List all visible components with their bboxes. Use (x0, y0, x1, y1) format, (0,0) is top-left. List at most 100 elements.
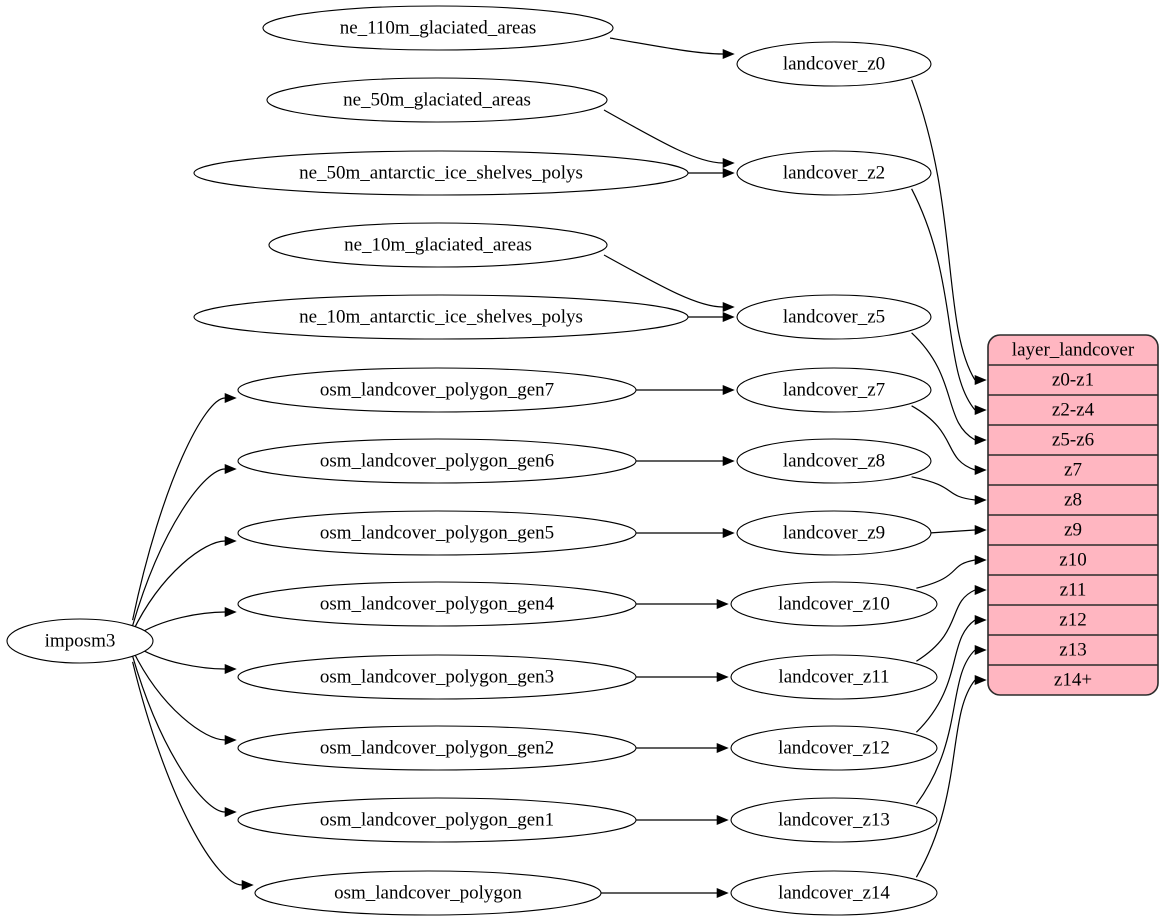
edge-line (911, 79, 976, 381)
node-osm_landcover_polygon[interactable]: osm_landcover_polygon (254, 870, 602, 916)
node-shape-landcover_z10 (730, 581, 938, 627)
node-label-ne_110m_glaciated_areas: ne_110m_glaciated_areas (340, 17, 537, 38)
arrow-head-icon (224, 806, 237, 818)
node-label-landcover_z14: landcover_z14 (778, 882, 890, 903)
node-landcover_z2[interactable]: landcover_z2 (736, 150, 932, 196)
layer-table-row-z14+[interactable]: z14+ (1054, 669, 1092, 690)
node-shape-osm_landcover_polygon_gen3 (237, 654, 637, 700)
node-osm_landcover_polygon_gen7[interactable]: osm_landcover_polygon_gen7 (237, 367, 637, 413)
edge-line (911, 476, 976, 501)
node-landcover_z8[interactable]: landcover_z8 (736, 438, 932, 484)
arrow-head-icon (722, 157, 735, 169)
layer-landcover-table: layer_landcoverz0-z1z2-z4z5-z6z7z8z9z10z… (987, 334, 1159, 696)
edge-imposm3-to-osm_landcover_polygon_gen1 (132, 656, 237, 818)
edge-landcover_z10-to-table-row-z10 (916, 554, 987, 589)
node-shape-ne_50m_antarctic_ice_shelves_polys (193, 150, 689, 196)
layer-table-row-z2-z4[interactable]: z2-z4 (1052, 399, 1095, 420)
node-landcover_z10[interactable]: landcover_z10 (730, 581, 938, 627)
arrow-head-icon (722, 384, 735, 396)
node-label-landcover_z0: landcover_z0 (783, 53, 885, 74)
edge-ne_10m_antarctic_ice_shelves_polys-to-landcover_z5 (685, 311, 735, 323)
node-shape-landcover_z9 (736, 510, 932, 556)
node-shape-landcover_z11 (730, 654, 938, 700)
arrow-head-icon (224, 535, 237, 547)
node-osm_landcover_polygon_gen5[interactable]: osm_landcover_polygon_gen5 (237, 510, 637, 556)
node-label-osm_landcover_polygon_gen4: osm_landcover_polygon_gen4 (320, 593, 555, 614)
arrow-head-icon (974, 404, 987, 416)
arrow-head-icon (224, 606, 237, 618)
edge-line (132, 540, 226, 633)
layer-table-row-z7[interactable]: z7 (1064, 459, 1082, 480)
arrow-head-icon (224, 392, 237, 404)
edge-line (915, 619, 976, 733)
node-label-landcover_z9: landcover_z9 (783, 522, 885, 543)
node-landcover_z12[interactable]: landcover_z12 (730, 725, 938, 771)
edge-ne_50m_antarctic_ice_shelves_polys-to-landcover_z2 (685, 167, 735, 179)
arrow-head-icon (224, 663, 237, 675)
arrow-head-icon (241, 879, 254, 891)
node-landcover_z14[interactable]: landcover_z14 (730, 870, 938, 916)
node-ne_10m_glaciated_areas[interactable]: ne_10m_glaciated_areas (268, 222, 608, 268)
edge-landcover_z12-to-table-row-z12 (915, 614, 987, 733)
node-landcover_z0[interactable]: landcover_z0 (736, 41, 932, 87)
node-ne_110m_glaciated_areas[interactable]: ne_110m_glaciated_areas (262, 5, 614, 51)
arrow-head-icon (974, 674, 987, 686)
node-label-osm_landcover_polygon_gen2: osm_landcover_polygon_gen2 (320, 737, 554, 758)
node-landcover_z5[interactable]: landcover_z5 (736, 294, 932, 340)
node-landcover_z13[interactable]: landcover_z13 (730, 797, 938, 843)
node-label-landcover_z7: landcover_z7 (783, 379, 885, 400)
arrow-head-icon (974, 494, 987, 506)
node-landcover_z7[interactable]: landcover_z7 (736, 367, 932, 413)
layer-table-row-z9[interactable]: z9 (1064, 519, 1082, 540)
node-ne_50m_glaciated_areas[interactable]: ne_50m_glaciated_areas (266, 77, 608, 123)
node-imposm3[interactable]: imposm3 (6, 618, 154, 664)
layer-table-row-z5-z6[interactable]: z5-z6 (1052, 429, 1094, 450)
edge-line (132, 397, 226, 621)
edge-landcover_z8-to-table-row-z8 (911, 476, 987, 506)
edge-osm_landcover_polygon_gen2-to-landcover_z12 (634, 742, 729, 754)
layer-table-row-z0-z1[interactable]: z0-z1 (1052, 369, 1094, 390)
arrow-head-icon (716, 671, 729, 683)
node-label-ne_10m_antarctic_ice_shelves_polys: ne_10m_antarctic_ice_shelves_polys (299, 306, 583, 327)
node-shape-osm_landcover_polygon_gen5 (237, 510, 637, 556)
layer-table-row-z13[interactable]: z13 (1059, 639, 1086, 660)
edge-line (928, 529, 976, 534)
node-shape-osm_landcover_polygon_gen2 (237, 725, 637, 771)
node-shape-imposm3 (6, 618, 154, 664)
node-osm_landcover_polygon_gen4[interactable]: osm_landcover_polygon_gen4 (237, 581, 637, 627)
layer-table-row-z12[interactable]: z12 (1059, 609, 1086, 630)
node-shape-landcover_z7 (736, 367, 932, 413)
node-osm_landcover_polygon_gen2[interactable]: osm_landcover_polygon_gen2 (237, 725, 637, 771)
arrow-head-icon (716, 887, 729, 899)
node-ne_50m_antarctic_ice_shelves_polys[interactable]: ne_50m_antarctic_ice_shelves_polys (193, 150, 689, 196)
edge-line (911, 405, 976, 471)
edge-line (132, 468, 226, 626)
layer-table-row-z10[interactable]: z10 (1059, 549, 1086, 570)
edge-landcover_z7-to-table-row-z7 (911, 405, 987, 476)
node-shape-ne_110m_glaciated_areas (262, 5, 614, 51)
edge-line (132, 656, 226, 813)
layer-table-row-z11[interactable]: z11 (1060, 579, 1087, 600)
node-osm_landcover_polygon_gen6[interactable]: osm_landcover_polygon_gen6 (237, 438, 637, 484)
node-label-osm_landcover_polygon_gen5: osm_landcover_polygon_gen5 (320, 522, 554, 543)
edge-line (603, 254, 724, 308)
arrow-head-icon (974, 464, 987, 476)
node-label-landcover_z8: landcover_z8 (783, 450, 885, 471)
node-osm_landcover_polygon_gen1[interactable]: osm_landcover_polygon_gen1 (237, 797, 637, 843)
node-ne_10m_antarctic_ice_shelves_polys[interactable]: ne_10m_antarctic_ice_shelves_polys (193, 294, 689, 340)
node-label-imposm3: imposm3 (45, 630, 116, 651)
node-osm_landcover_polygon_gen3[interactable]: osm_landcover_polygon_gen3 (237, 654, 637, 700)
node-label-ne_10m_glaciated_areas: ne_10m_glaciated_areas (344, 234, 532, 255)
layer-table-row-z8[interactable]: z8 (1064, 489, 1082, 510)
node-shape-osm_landcover_polygon (254, 870, 602, 916)
node-label-osm_landcover_polygon_gen3: osm_landcover_polygon_gen3 (320, 666, 554, 687)
node-label-landcover_z2: landcover_z2 (783, 162, 885, 183)
node-landcover_z9[interactable]: landcover_z9 (736, 510, 932, 556)
edge-osm_landcover_polygon_gen5-to-landcover_z9 (634, 527, 735, 539)
edge-osm_landcover_polygon_gen3-to-landcover_z11 (634, 671, 729, 683)
edge-landcover_z13-to-table-row-z13 (915, 644, 987, 805)
node-landcover_z11[interactable]: landcover_z11 (730, 654, 938, 700)
node-shape-landcover_z0 (736, 41, 932, 87)
arrow-head-icon (974, 614, 987, 626)
